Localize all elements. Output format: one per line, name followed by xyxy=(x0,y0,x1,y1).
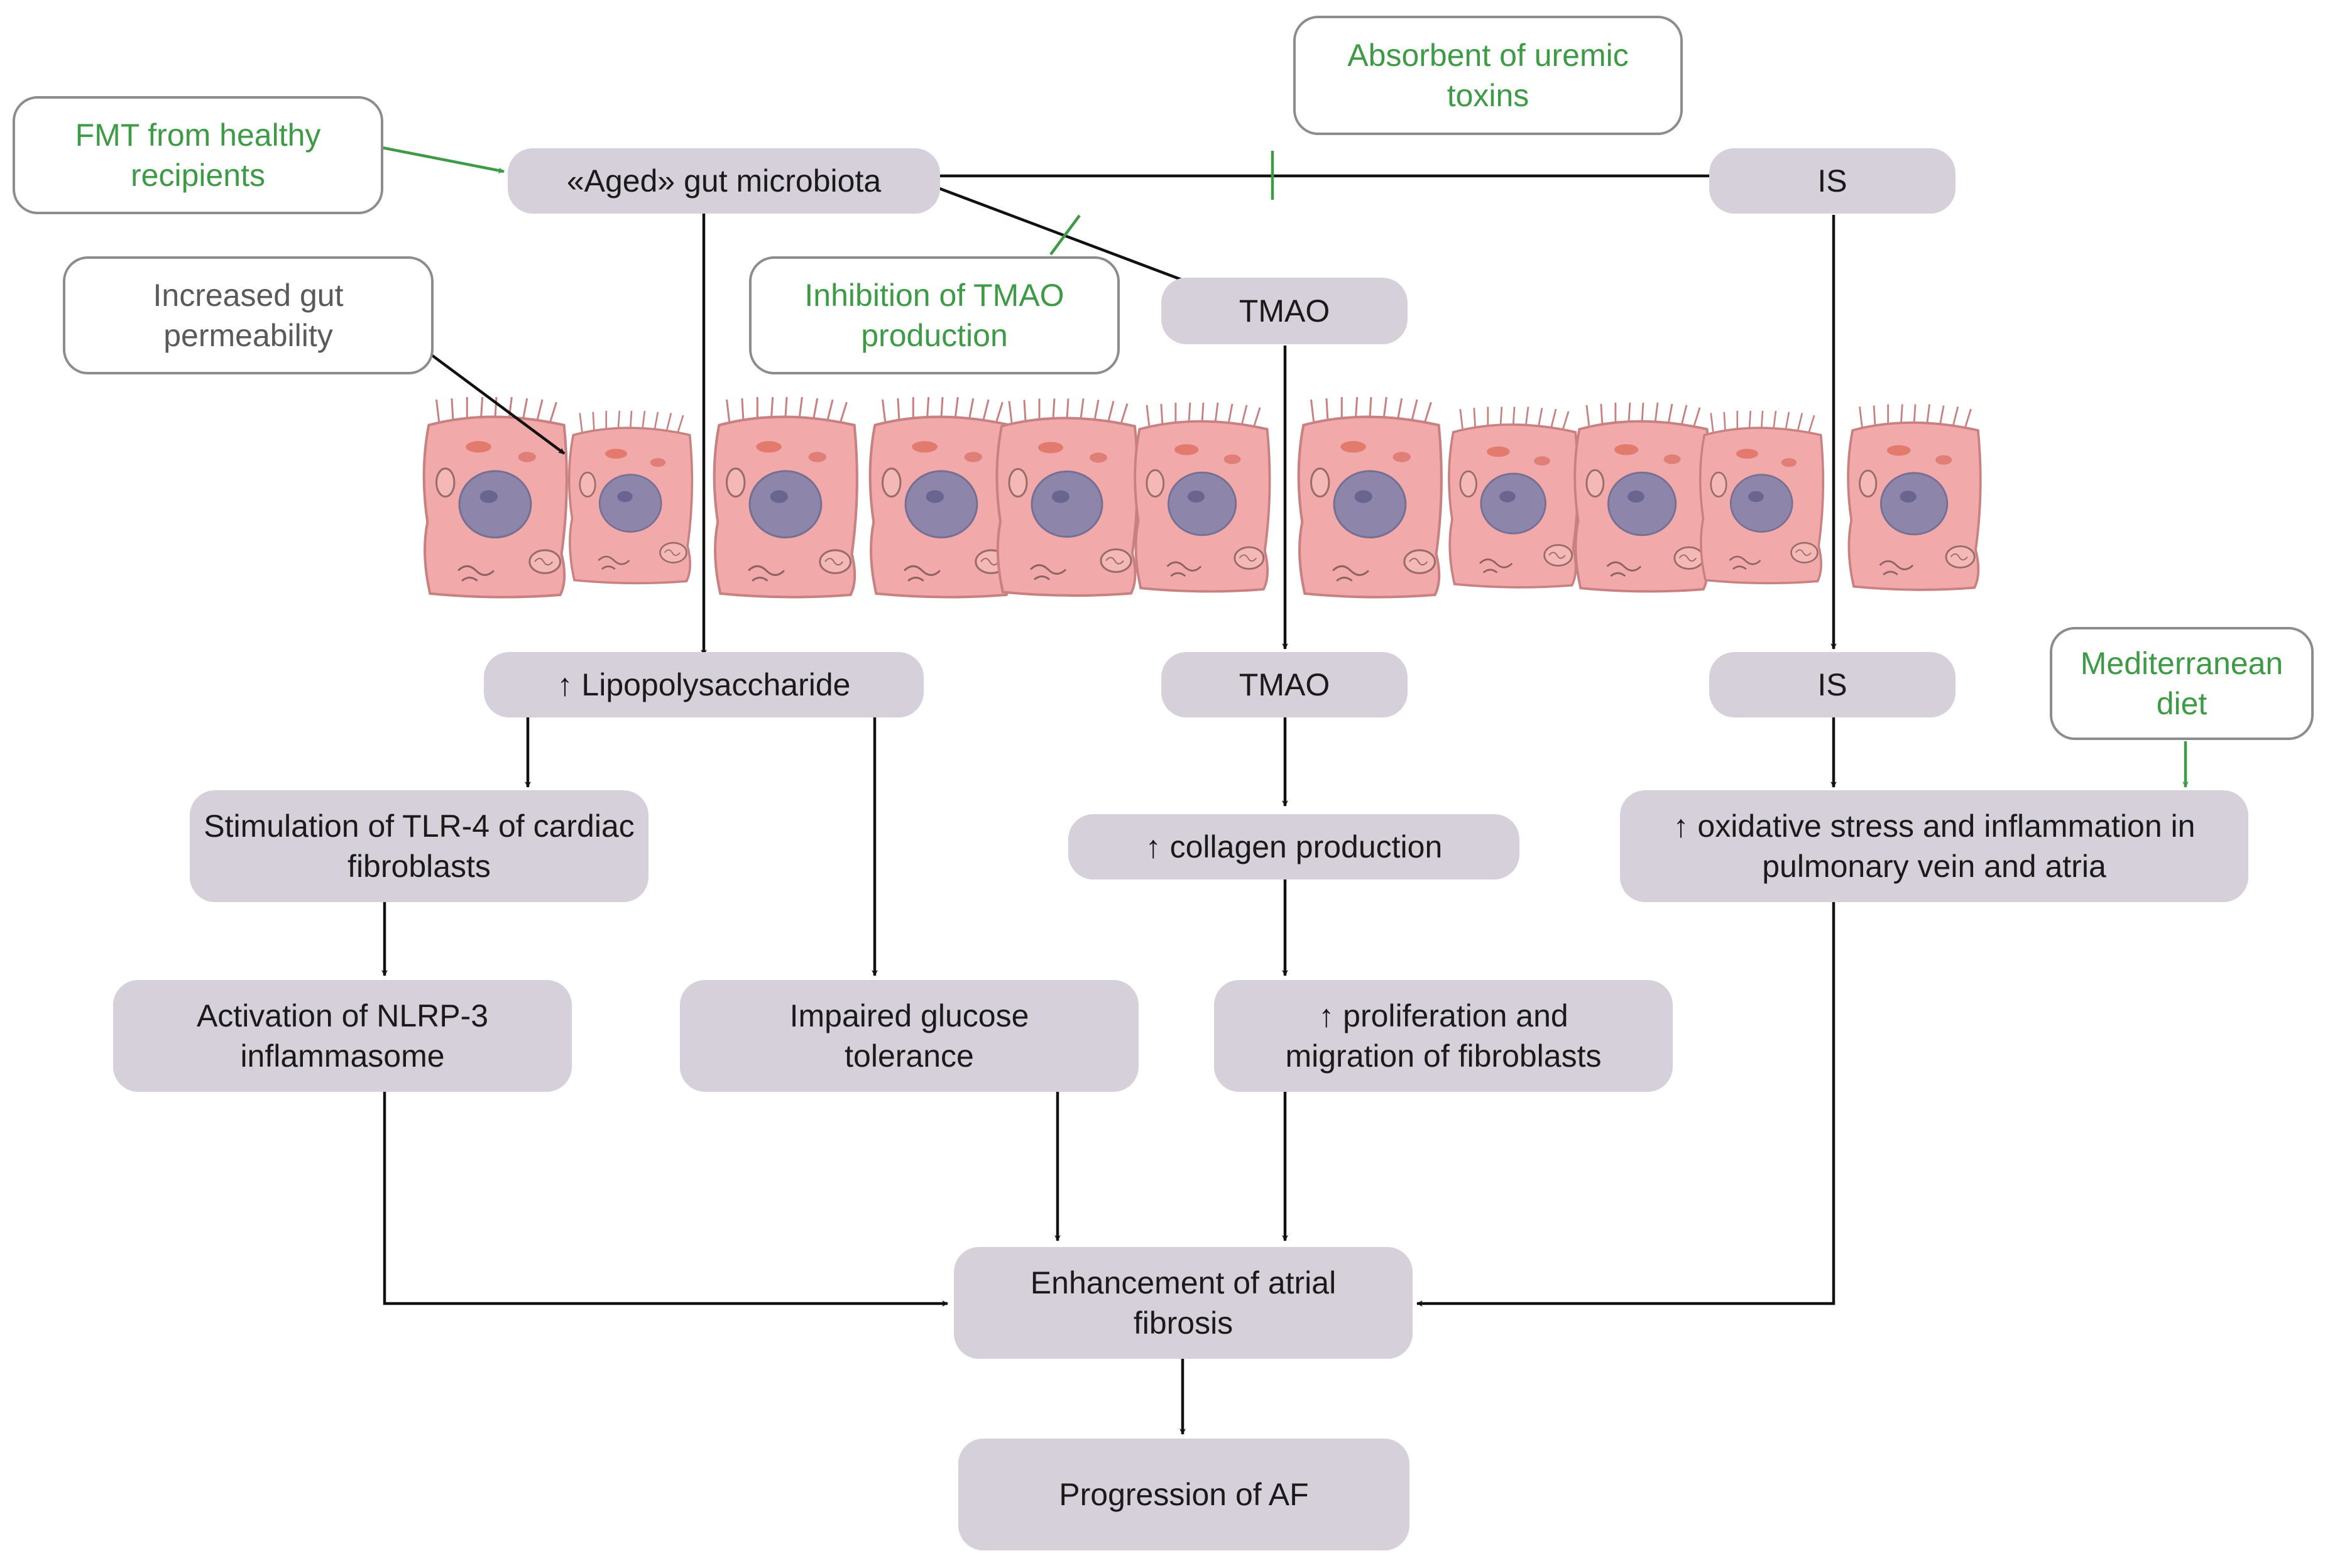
note-label: FMT from healthy recipients xyxy=(75,117,321,193)
epithelial-cell xyxy=(1135,403,1269,591)
node-label: IS xyxy=(1817,163,1847,199)
node-label: Stimulation of TLR-4 of cardiac fibrobla… xyxy=(204,808,635,884)
epithelial-cell xyxy=(997,399,1137,596)
node-label: ↑ proliferation and migration of fibrobl… xyxy=(1285,998,1602,1074)
epithelial-cell xyxy=(1575,403,1709,591)
epithelial-cell xyxy=(1449,407,1578,587)
node-lipopolysaccharide: ↑ Lipopolysaccharide xyxy=(484,652,924,717)
epithelial-cell xyxy=(1299,397,1442,597)
node-label: ↑ oxidative stress and inflammation in p… xyxy=(1673,808,2196,884)
note-absorbent: Absorbent of uremic toxins xyxy=(1293,16,1683,135)
node-label: IS xyxy=(1817,667,1847,702)
epithelial-cell xyxy=(1848,405,1981,590)
note-gut-permeability: Increased gut permeability xyxy=(63,256,434,374)
node-tlr4-stimulation: Stimulation of TLR-4 of cardiac fibrobla… xyxy=(190,790,648,902)
note-tmao-inhibition: Inhibition of TMAO production xyxy=(749,256,1120,374)
edge-fmt-to-microbiota xyxy=(381,146,505,174)
epithelial-cell xyxy=(1700,411,1824,583)
node-label: ↑ collagen production xyxy=(1145,829,1443,864)
node-progression-af: Progression of AF xyxy=(958,1439,1409,1550)
node-label: Impaired glucose tolerance xyxy=(789,998,1029,1074)
node-aged-microbiota: «Aged» gut microbiota xyxy=(508,148,940,214)
edge-oxidative-to-fibrosis xyxy=(1416,901,1835,1307)
node-tmao-top: TMAO xyxy=(1161,278,1408,344)
node-is-top: IS xyxy=(1709,148,1956,214)
note-label: Inhibition of TMAO production xyxy=(804,278,1064,353)
edge-permeability-to-cells xyxy=(426,351,566,455)
edge-microbiota-to-tmao xyxy=(939,187,1182,281)
node-is-mid: IS xyxy=(1709,652,1956,717)
node-label: Enhancement of atrial fibrosis xyxy=(1030,1265,1337,1341)
note-label: Mediterranean diet xyxy=(2080,646,2284,721)
epithelial-cell xyxy=(714,397,857,597)
node-tmao-mid: TMAO xyxy=(1161,652,1408,717)
node-nlrp3-activation: Activation of NLRP-3 inflammasome xyxy=(113,980,572,1092)
epithelial-cell xyxy=(870,397,1013,597)
node-label: TMAO xyxy=(1239,293,1330,329)
note-label: Absorbent of uremic toxins xyxy=(1347,38,1629,113)
note-fmt: FMT from healthy recipients xyxy=(13,96,383,214)
note-label: Increased gut permeability xyxy=(153,278,344,353)
node-atrial-fibrosis: Enhancement of atrial fibrosis xyxy=(954,1247,1413,1359)
node-label: Activation of NLRP-3 inflammasome xyxy=(196,998,489,1074)
node-label: Progression of AF xyxy=(1059,1477,1309,1512)
epithelial-cell-layer xyxy=(424,397,1981,597)
node-label: ↑ Lipopolysaccharide xyxy=(557,667,851,702)
edge-nlrp3-to-fibrosis xyxy=(383,1092,948,1307)
node-collagen-production: ↑ collagen production xyxy=(1068,814,1519,879)
node-label: «Aged» gut microbiota xyxy=(566,163,882,199)
node-oxidative-stress: ↑ oxidative stress and inflammation in p… xyxy=(1620,790,2248,902)
node-label: TMAO xyxy=(1239,667,1330,702)
note-mediterranean-diet: Mediterranean diet xyxy=(2050,627,2314,740)
epithelial-cell xyxy=(569,411,692,583)
inhibition-bar-tmao xyxy=(1049,214,1081,256)
node-impaired-glucose: Impaired glucose tolerance xyxy=(680,980,1139,1092)
node-fibroblast-proliferation: ↑ proliferation and migration of fibrobl… xyxy=(1214,980,1673,1092)
epithelial-cell xyxy=(424,397,567,597)
